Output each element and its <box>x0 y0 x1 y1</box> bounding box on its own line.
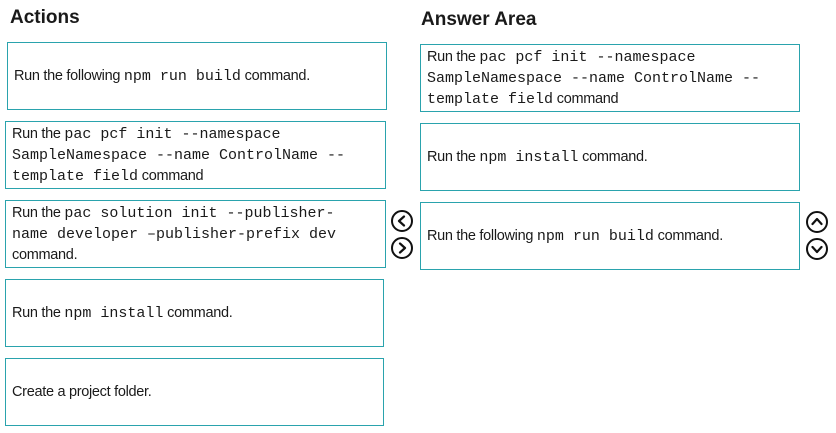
action-code: name developer –publisher-prefix dev <box>12 226 337 243</box>
move-right-button[interactable] <box>391 237 413 259</box>
action-code: SampleNamespace --name ControlName -- <box>12 146 346 164</box>
action-text: command. <box>12 247 78 263</box>
action-text: Run the following <box>14 67 124 84</box>
answer-text: Run the following <box>427 227 537 244</box>
answer-text: Run the <box>427 48 480 65</box>
action-text: command. <box>240 67 311 84</box>
action-item-create-project-folder[interactable]: Create a project folder. <box>5 358 384 426</box>
action-item-pac-solution-init[interactable]: Run the pac solution init --publisher- n… <box>5 200 386 268</box>
left-arrow-circle-icon <box>397 215 406 227</box>
right-arrow-circle-icon <box>398 242 407 254</box>
action-code: npm run build <box>123 67 241 85</box>
action-text: Run the <box>12 205 65 221</box>
actions-heading: Actions <box>10 7 80 28</box>
action-text: Run the <box>12 304 65 321</box>
move-up-button[interactable] <box>806 211 828 233</box>
answer-text: Run the <box>427 148 480 165</box>
answer-area-heading: Answer Area <box>421 9 537 30</box>
action-item-npm-install[interactable]: Run the npm install command. <box>5 279 384 347</box>
action-text: Create a project folder. <box>12 384 152 400</box>
answer-item-npm-install[interactable]: Run the npm install command. <box>420 123 800 191</box>
answer-code: npm install <box>479 148 579 166</box>
action-text: command <box>138 167 204 184</box>
answer-code: template field <box>427 90 554 108</box>
answer-item-pac-pcf-init[interactable]: Run the pac pcf init --namespace SampleN… <box>420 44 800 112</box>
action-code: pac pcf init --namespace <box>64 125 281 143</box>
action-text: Run the <box>12 125 65 142</box>
move-left-button[interactable] <box>391 210 413 232</box>
answer-text: command. <box>578 148 648 165</box>
answer-code: SampleNamespace --name ControlName -- <box>427 69 761 87</box>
down-arrow-circle-icon <box>811 245 823 254</box>
answer-code: pac pcf init --namespace <box>479 48 696 66</box>
answer-item-npm-run-build[interactable]: Run the following npm run build command. <box>420 202 800 270</box>
action-text: command. <box>163 304 233 321</box>
action-item-pac-pcf-init[interactable]: Run the pac pcf init --namespace SampleN… <box>5 121 386 189</box>
action-code: pac solution init --publisher- <box>64 205 335 222</box>
action-code: template field <box>12 167 139 185</box>
action-item-npm-run-build[interactable]: Run the following npm run build command. <box>7 42 387 110</box>
action-code: npm install <box>64 304 164 322</box>
up-arrow-circle-icon <box>811 217 823 226</box>
answer-text: command. <box>653 227 724 244</box>
answer-code: npm run build <box>536 227 654 245</box>
move-down-button[interactable] <box>806 238 828 260</box>
answer-text: command <box>553 90 619 107</box>
